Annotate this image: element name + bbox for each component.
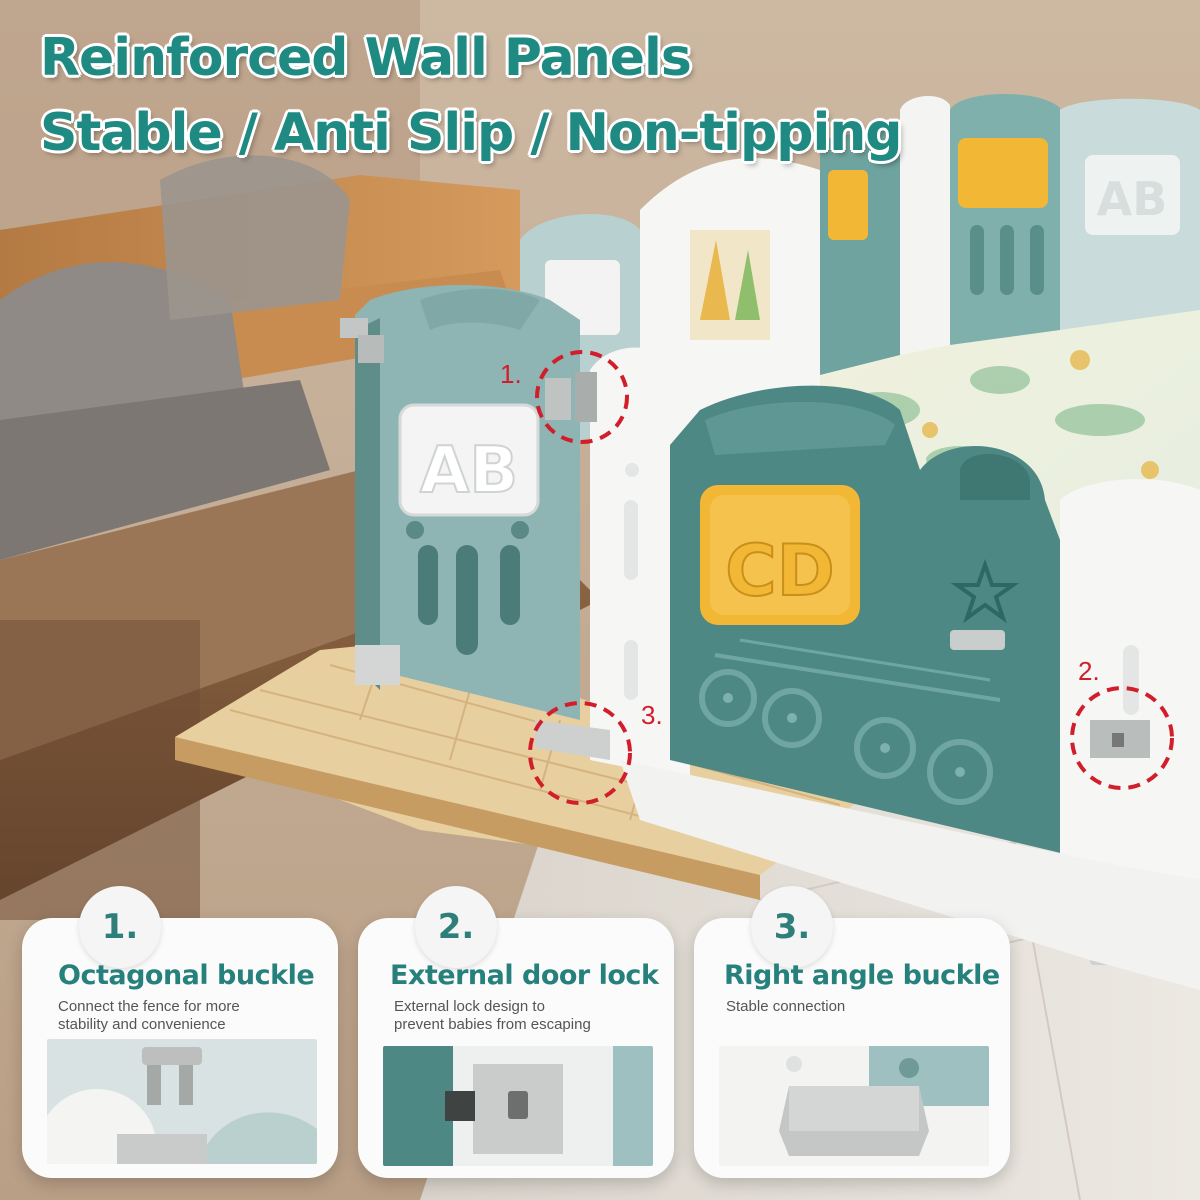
train-panel-letters: CD xyxy=(725,530,834,612)
callout-label-1: 1. xyxy=(500,359,522,389)
feature-description-line-2: prevent babies from escaping xyxy=(394,1016,591,1033)
headline-line-1: Reinforced Wall Panels xyxy=(40,28,692,88)
feature-number-badge: 1. xyxy=(79,886,161,968)
left-panel-letters: AB xyxy=(420,434,518,508)
feature-number-badge: 3. xyxy=(751,886,833,968)
feature-card-right-angle-buckle: 3. Right angle buckle Stable connection xyxy=(694,878,1010,1178)
door-lock-photo xyxy=(383,1046,653,1166)
feature-title: External door lock xyxy=(390,960,659,991)
feature-description: Stable connection xyxy=(726,998,986,1016)
feature-description-line-2: stability and convenience xyxy=(58,1016,226,1033)
feature-card-octagonal-buckle: 1. Octagonal buckle Connect the fence fo… xyxy=(22,878,338,1178)
feature-title: Octagonal buckle xyxy=(58,960,315,991)
right-angle-buckle-photo xyxy=(719,1046,989,1166)
back-panel-letters: AB xyxy=(1097,172,1168,226)
headline-line-2: Stable / Anti Slip / Non-tipping xyxy=(40,103,903,163)
feature-description: External lock design to prevent babies f… xyxy=(394,998,654,1034)
feature-description: Connect the fence for more stability and… xyxy=(58,998,318,1034)
feature-description-line-1: Connect the fence for more xyxy=(58,998,240,1015)
feature-card-external-door-lock: 2. External door lock External lock desi… xyxy=(358,878,674,1178)
feature-description-line-1: External lock design to xyxy=(394,998,545,1015)
buckle-photo xyxy=(47,1039,317,1164)
feature-number-badge: 2. xyxy=(415,886,497,968)
callout-label-3: 3. xyxy=(641,700,663,730)
feature-title: Right angle buckle xyxy=(724,960,1000,991)
feature-description-line-1: Stable connection xyxy=(726,998,846,1015)
callout-label-2: 2. xyxy=(1078,656,1100,686)
